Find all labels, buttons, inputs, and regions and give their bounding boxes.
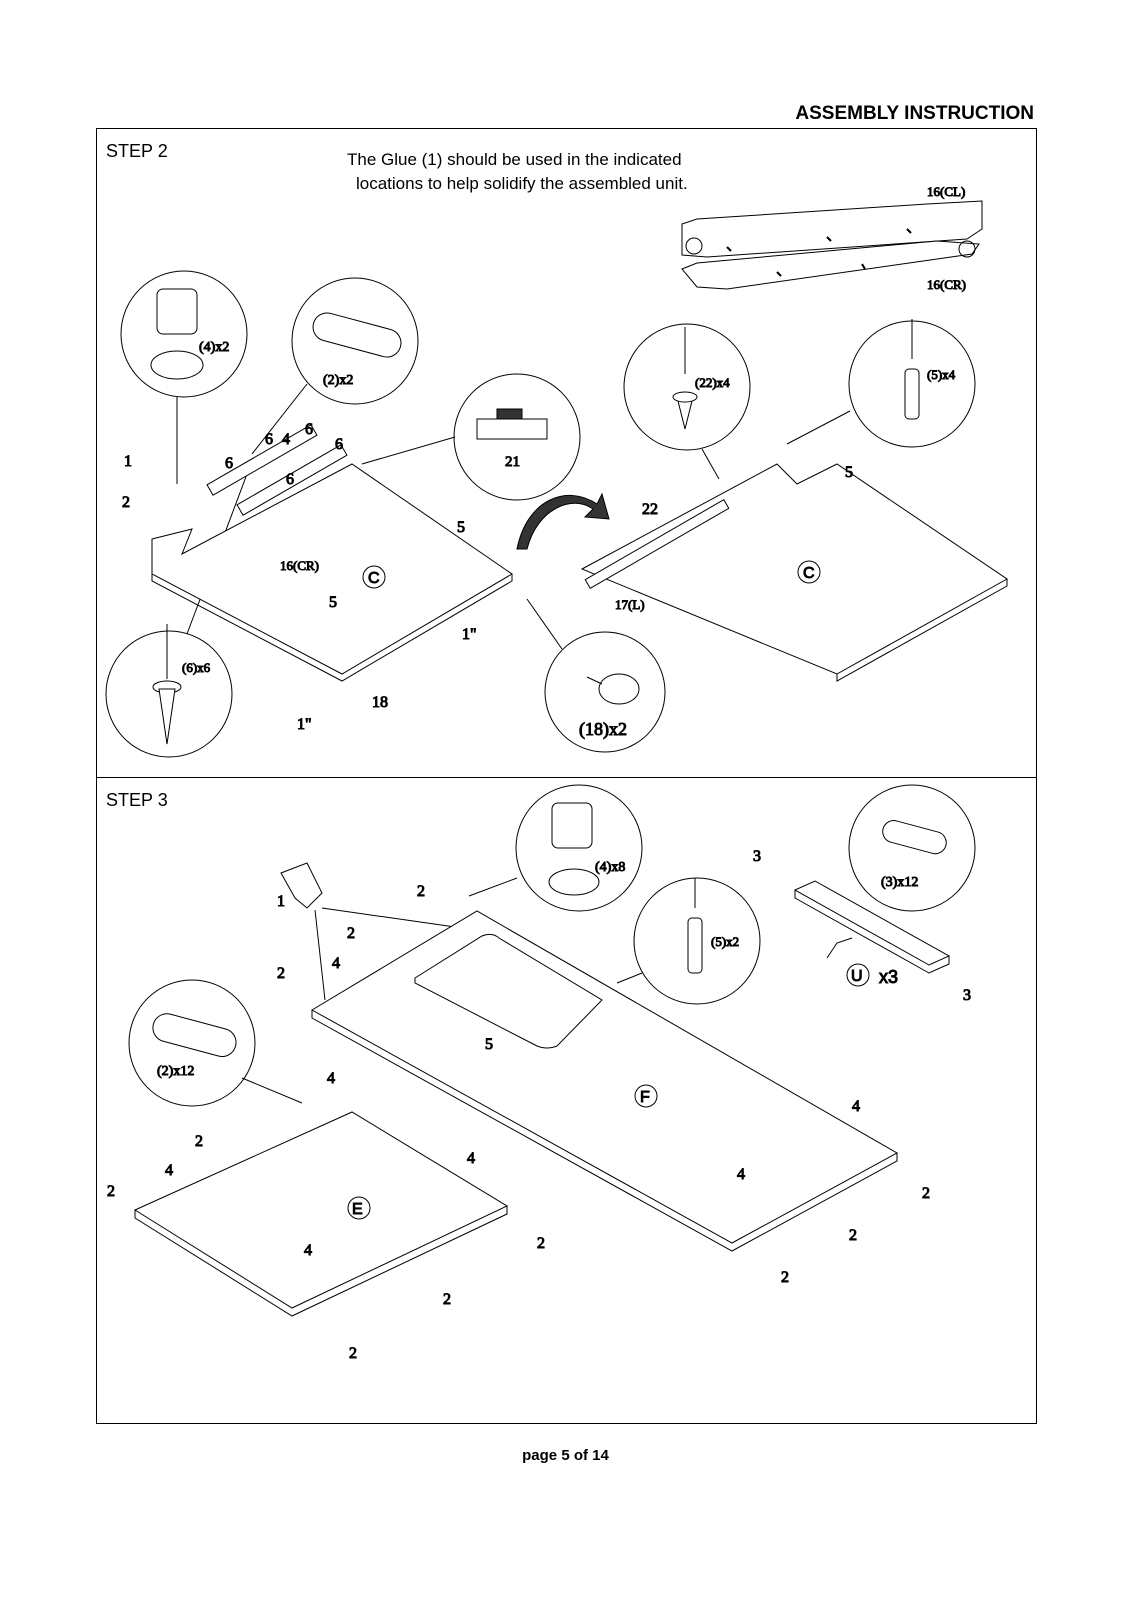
cam-bolt-number-a: 5 xyxy=(457,519,465,536)
screw-number-b: 6 xyxy=(265,431,273,448)
cam-bolt-qty-step3: (5)x2 xyxy=(711,934,739,949)
cam-bolt-number-b: 5 xyxy=(329,594,337,611)
dowel-2-number-d: 2 xyxy=(195,1133,203,1150)
panel-c-left: C 1 2 4 5 5 6 6 6 6 6 18 16(CR) 1" 1" xyxy=(122,421,513,734)
panel-e: E xyxy=(133,1111,509,1317)
glue-note-line-1: The Glue (1) should be used in the indic… xyxy=(347,150,682,169)
dowel-2-number-i: 2 xyxy=(922,1185,930,1202)
dimension-b: 1" xyxy=(462,626,477,643)
drawer-rails-illustration: 16(CL) 16(CR) xyxy=(681,184,983,293)
cam-4-number-g: 4 xyxy=(852,1098,860,1115)
cam-4-number-b: 4 xyxy=(327,1070,335,1087)
cam-4-number-f: 4 xyxy=(737,1166,745,1183)
curved-arrow-icon xyxy=(516,492,610,550)
rail-cr-top-label: 16(CR) xyxy=(927,277,966,292)
glide-number: 18 xyxy=(372,694,388,711)
screw-6-qty: (6)x6 xyxy=(182,660,211,675)
dowel-2-number-k: 2 xyxy=(781,1269,789,1286)
glide-callout: (18)x2 xyxy=(526,598,666,753)
dowel-2-qty: (2)x12 xyxy=(157,1064,194,1079)
rail-cl-label: 16(CL) xyxy=(927,184,965,199)
page-title: ASSEMBLY INSTRUCTION xyxy=(795,103,1034,124)
cam-number: 4 xyxy=(282,431,290,448)
screw-22-qty: (22)x4 xyxy=(695,375,730,390)
dowel-3-number-a: 3 xyxy=(753,848,761,865)
screw-6-callout: (6)x6 xyxy=(105,473,248,758)
step-2-label: STEP 2 xyxy=(106,141,168,161)
dowel-2-number-j: 2 xyxy=(849,1227,857,1244)
stopper-label: 21 xyxy=(505,454,520,470)
glue-number-step3: 1 xyxy=(277,893,285,910)
step-3-panel: STEP 3 (4)x8 (5)x2 (3)x12 xyxy=(96,777,1037,1424)
glue-note: The Glue (1) should be used in the indic… xyxy=(347,148,688,196)
stopper-callout: 21 xyxy=(361,373,581,501)
step-2-diagram: 16(CL) 16(CR) (4)x2 (2)x2 21 xyxy=(105,184,1008,758)
cam-lock-qty: (4)x2 xyxy=(199,340,229,355)
screw-number-a: 6 xyxy=(225,455,233,472)
dowel-callout: (2)x2 xyxy=(251,277,419,455)
panel-u-label: U xyxy=(851,968,863,985)
rail-l-label: 17(L) xyxy=(615,597,645,612)
dowel-2-number-e: 2 xyxy=(107,1183,115,1200)
glue-bottle-icon: 1 xyxy=(277,862,463,1001)
cam-bolt-callout: (5)x4 xyxy=(786,319,976,448)
cam-lock-qty-step3: (4)x8 xyxy=(595,860,625,875)
screw-22-number: 22 xyxy=(642,501,658,518)
step-3-diagram: (4)x8 (5)x2 (3)x12 U x3 3 3 xyxy=(107,784,976,1363)
cam-bolt-number-c: 5 xyxy=(845,464,853,481)
dowel-2-number-b: 2 xyxy=(347,925,355,942)
step-2-panel: STEP 2 The Glue (1) should be used in th… xyxy=(96,128,1037,778)
panel-u: U x3 3 3 xyxy=(753,848,972,1005)
panel-f-label: F xyxy=(640,1089,650,1106)
cam-lock-callout: (4)x2 xyxy=(120,270,248,484)
glue-note-line-2: locations to help solidify the assembled… xyxy=(356,174,688,193)
rail-cr-label: 16(CR) xyxy=(280,558,319,573)
dowel-2-number-h: 2 xyxy=(349,1345,357,1362)
panel-c-left-label: C xyxy=(368,570,380,587)
cam-4-number-c: 4 xyxy=(165,1162,173,1179)
dowel-2-number-a: 2 xyxy=(417,883,425,900)
dimension-a: 1" xyxy=(297,716,312,733)
screw-number-c: 6 xyxy=(305,421,313,438)
panel-c-right: C 5 22 17(L) xyxy=(580,463,1008,682)
screw-number-d: 6 xyxy=(335,436,343,453)
cam-bolt-qty: (5)x4 xyxy=(927,367,956,382)
cam-bolt-callout-step3: (5)x2 xyxy=(616,877,761,1005)
glue-number: 1 xyxy=(124,453,132,470)
screw-number-e: 6 xyxy=(286,471,294,488)
panel-e-label: E xyxy=(352,1201,363,1218)
panel-u-count: x3 xyxy=(879,967,898,987)
screw-22-callout: (22)x4 xyxy=(623,323,751,480)
glide-qty: (18)x2 xyxy=(579,719,627,740)
cam-4-number-a: 4 xyxy=(332,955,340,972)
dowel-qty: (2)x2 xyxy=(323,373,353,388)
panel-c-right-label: C xyxy=(803,565,815,582)
panel-f: F 5 xyxy=(310,910,899,1252)
dowel-2-number-c: 2 xyxy=(277,965,285,982)
part-numbers: 4 4 4 4 4 4 4 4 2 2 2 2 2 2 2 2 2 2 2 xyxy=(107,883,931,1363)
dowel-2-callout: (2)x12 xyxy=(128,979,303,1107)
dowel-number: 2 xyxy=(122,494,130,511)
cam-4-number-d: 4 xyxy=(467,1150,475,1167)
cam-bolt-number-step3: 5 xyxy=(485,1036,493,1053)
dowel-2-number-f: 2 xyxy=(537,1235,545,1252)
cam-lock-callout-step3: (4)x8 xyxy=(468,784,643,912)
page-number: page 5 of 14 xyxy=(522,1447,609,1464)
dowel-3-number-b: 3 xyxy=(963,987,971,1004)
dowel-2-number-g: 2 xyxy=(443,1291,451,1308)
step-3-label: STEP 3 xyxy=(106,790,168,810)
dowel-3-qty: (3)x12 xyxy=(881,875,918,890)
cam-4-number-e: 4 xyxy=(304,1242,312,1259)
dowel-3-callout: (3)x12 xyxy=(848,784,976,912)
